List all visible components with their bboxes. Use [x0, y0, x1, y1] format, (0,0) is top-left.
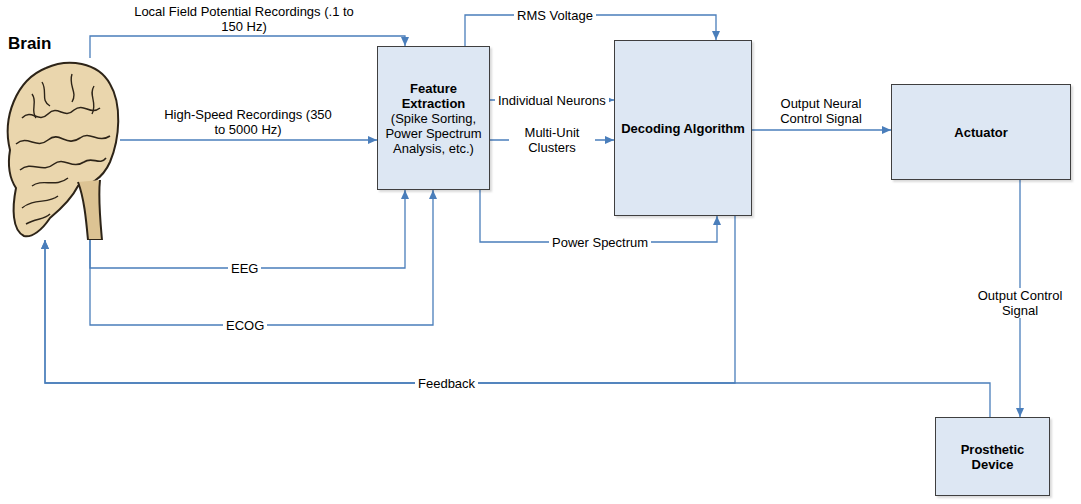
box-content: Decoding Algorithm — [615, 41, 751, 215]
connector — [752, 129, 891, 130]
box-content: Prosthetic Device — [936, 418, 1049, 495]
box-title: Feature Extraction — [384, 81, 483, 111]
edge-label: High-Speed Recordings (350 to 5000 Hz) — [160, 107, 336, 137]
box-body: (Spike Sorting, Power Spectrum Analysis,… — [384, 111, 483, 156]
edge-label: ECOG — [223, 318, 267, 333]
connector — [90, 190, 433, 325]
box-content: Feature Extraction(Spike Sorting, Power … — [378, 47, 489, 189]
box-title: Prosthetic Device — [942, 442, 1043, 472]
node-title: Brain — [8, 34, 51, 54]
edge-label: Power Spectrum — [549, 235, 651, 250]
edge-label: Multi-Unit Clusters — [509, 125, 595, 155]
edge-label: Output Control Signal — [967, 288, 1073, 318]
process-box: Actuator — [891, 84, 1071, 180]
box-title: Decoding Algorithm — [621, 121, 745, 136]
brain-node: Brain — [2, 58, 120, 240]
process-box: Decoding Algorithm — [614, 40, 752, 216]
connector — [45, 240, 990, 417]
edge-label: Individual Neurons — [495, 93, 609, 108]
box-content: Actuator — [892, 85, 1070, 179]
connector — [45, 216, 735, 383]
edge-label: Output Neural Control Signal — [770, 96, 872, 126]
process-box: Feature Extraction(Spike Sorting, Power … — [377, 46, 490, 190]
connector — [120, 139, 377, 140]
box-title: Actuator — [954, 125, 1007, 140]
process-box: Prosthetic Device — [935, 417, 1050, 496]
connector — [90, 36, 405, 58]
edge-label: Feedback — [415, 376, 478, 391]
edge-label: EEG — [228, 261, 261, 276]
connector — [90, 190, 405, 268]
edge-label: Local Field Potential Recordings (.1 to … — [126, 4, 362, 34]
edge-label: RMS Voltage — [514, 8, 596, 23]
brain-illustration — [2, 58, 120, 240]
